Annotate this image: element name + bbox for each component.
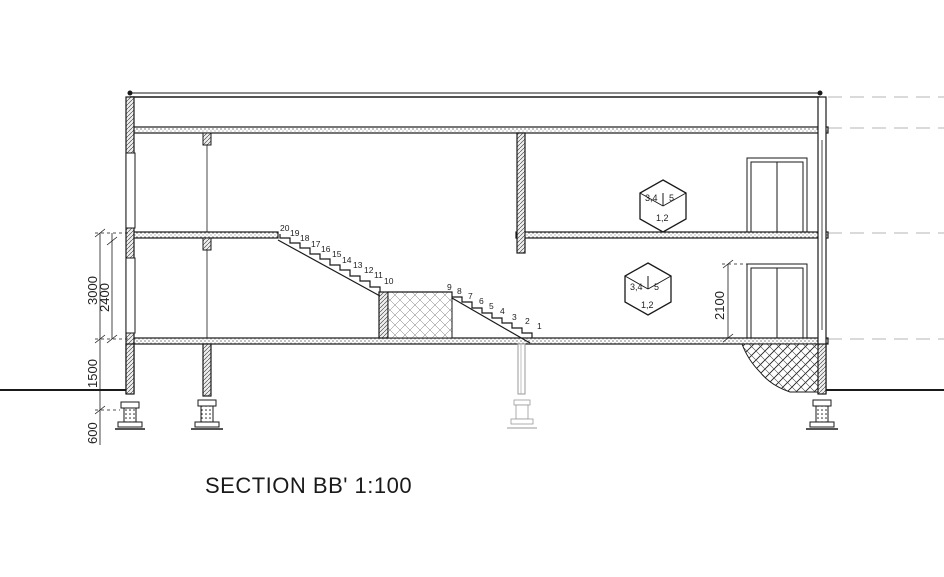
step-number: 11	[374, 270, 383, 280]
step-number: 9	[447, 282, 452, 292]
drawing-title: SECTION BB' 1:100	[205, 473, 412, 498]
step-number: 3	[512, 312, 517, 322]
step-number: 15	[332, 249, 342, 259]
hex-label-left: 3,4	[645, 193, 658, 203]
hex-tag-lower: 3,4 5 1,2	[624, 262, 672, 316]
walls	[125, 96, 827, 394]
dimension-600: 600	[85, 422, 100, 444]
stair-step-numbers: 1 2 3 4 5 6 7 8 9 10 11 12 13 14 15 16 1…	[280, 223, 542, 331]
step-number: 14	[342, 255, 352, 265]
step-number: 5	[489, 301, 494, 311]
hex-label-right: 5	[654, 282, 659, 292]
soil-fill	[741, 343, 819, 393]
first-floor-slab-left	[127, 231, 279, 239]
step-number: 12	[364, 265, 374, 275]
step-number: 17	[311, 239, 321, 249]
first-floor-slab-right	[515, 231, 829, 239]
step-number: 13	[353, 260, 363, 270]
ground-floor-slab	[127, 337, 829, 345]
dimension-line-right	[722, 259, 747, 343]
step-number: 7	[468, 291, 473, 301]
doors	[746, 157, 808, 339]
staircase	[277, 234, 533, 344]
dimension-lines-left	[94, 228, 128, 445]
dimension-2100: 2100	[712, 291, 727, 320]
roof-parapet	[127, 90, 823, 98]
step-number: 20	[280, 223, 290, 233]
step-number: 2	[525, 316, 530, 326]
step-number: 4	[500, 306, 505, 316]
level-lines	[828, 96, 944, 340]
hex-label-bottom: 1,2	[656, 213, 669, 223]
step-number: 18	[300, 233, 310, 243]
roof-slab	[127, 126, 829, 134]
hex-label-right: 5	[669, 193, 674, 203]
hex-label-bottom: 1,2	[641, 300, 654, 310]
dimension-2400: 2400	[97, 283, 112, 312]
hex-label-left: 3,4	[630, 282, 643, 292]
step-number: 16	[321, 244, 331, 254]
dimension-3000: 3000	[85, 276, 100, 305]
step-number: 19	[290, 228, 300, 238]
hex-tag-upper: 3,4 5 1,2	[639, 179, 687, 233]
step-number: 6	[479, 296, 484, 306]
step-number: 10	[384, 276, 394, 286]
step-number: 1	[537, 321, 542, 331]
foundations	[115, 343, 838, 430]
step-number: 8	[457, 286, 462, 296]
dimension-1500: 1500	[85, 359, 100, 388]
